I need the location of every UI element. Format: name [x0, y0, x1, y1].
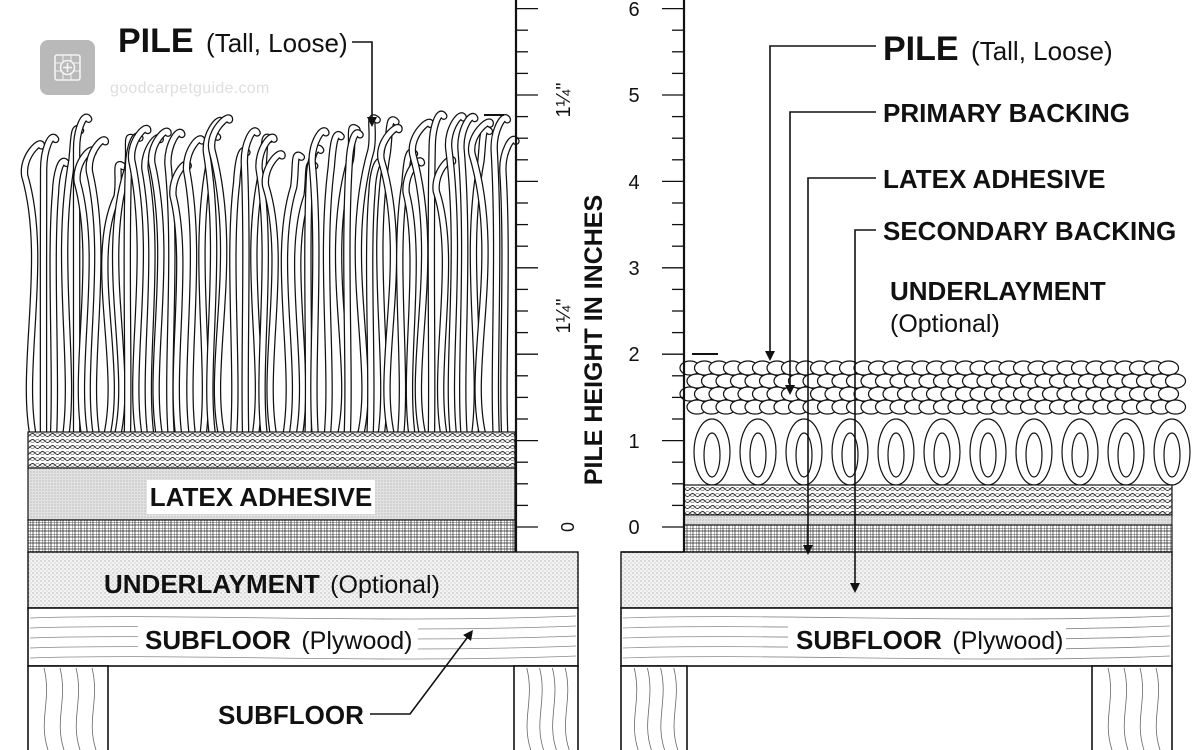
- left-ruler: 0 1¼" 1¼": [484, 0, 578, 552]
- right-primary-backing: [683, 484, 1173, 516]
- ruler-tick-1: 1: [628, 431, 639, 453]
- ruler-axis-label: PILE HEIGHT IN INCHES: [580, 195, 608, 485]
- svg-text:PILE (Tall, Loose): PILE (Tall, Loose): [883, 30, 1113, 68]
- right-secondary-label: SECONDARY BACKING: [883, 216, 1176, 246]
- right-primary-label: PRIMARY BACKING: [883, 98, 1130, 128]
- svg-text:SUBFLOOR (Plywood): SUBFLOOR (Plywood): [145, 625, 413, 655]
- left-primary-backing: [27, 431, 516, 469]
- ruler-tick-5: 5: [628, 85, 639, 107]
- left-pile-note: (Tall, Loose): [206, 28, 348, 58]
- ruler-tick-0: 0: [628, 517, 639, 539]
- right-pile-label: PILE: [883, 30, 959, 68]
- svg-text:PILE (Tall, Loose): PILE (Tall, Loose): [118, 22, 348, 60]
- left-underlayment-note: (Optional): [330, 571, 440, 599]
- right-latex-layer: [683, 514, 1173, 526]
- left-latex-label: LATEX ADHESIVE: [150, 482, 372, 512]
- ruler-fraction-top: 1¼": [553, 83, 575, 118]
- left-pile-label: PILE: [118, 22, 194, 60]
- grid-plus-icon: [54, 54, 81, 81]
- right-joists: [620, 665, 1173, 750]
- right-underlayment-label: UNDERLAYMENT: [890, 276, 1106, 306]
- right-underlayment-layer: [620, 551, 1173, 609]
- right-secondary-backing: [683, 524, 1173, 553]
- right-subfloor-label-bg: [788, 622, 1066, 656]
- brand-logo: [40, 40, 95, 95]
- ruler-left-tick-0: 0: [558, 522, 578, 532]
- right-pile-note: (Tall, Loose): [971, 36, 1113, 66]
- right-callout-arrows: [765, 45, 876, 593]
- left-underlayment-layer: [27, 551, 579, 609]
- left-subfloor-label: SUBFLOOR: [145, 625, 291, 655]
- left-joist-callout: SUBFLOOR: [218, 630, 473, 730]
- right-latex-label: LATEX ADHESIVE: [883, 164, 1105, 194]
- ruler-fraction-bottom: 1¼": [553, 299, 575, 334]
- right-pile-loops: [679, 360, 1191, 486]
- left-subfloor-note: (Plywood): [301, 627, 412, 655]
- right-subfloor-label: SUBFLOOR: [796, 625, 942, 655]
- left-joist-label: SUBFLOOR: [218, 700, 364, 730]
- ruler-tick-2: 2: [628, 344, 639, 366]
- left-joists: [27, 665, 579, 750]
- left-latex-label-bg: [147, 480, 375, 514]
- brand-watermark: goodcarpetguide.com: [110, 80, 270, 97]
- right-underlayment-note: (Optional): [890, 310, 1000, 338]
- left-secondary-backing: [27, 519, 516, 553]
- ruler-tick-3: 3: [628, 258, 639, 280]
- svg-text:SUBFLOOR (Plywood): SUBFLOOR (Plywood): [796, 625, 1064, 655]
- left-underlayment-label: UNDERLAYMENT: [104, 569, 320, 599]
- left-pile-fibers: [20, 110, 520, 444]
- left-subfloor-label-bg: [138, 622, 418, 656]
- right-ruler: 0 1 2 3 4 5 6: [621, 0, 718, 553]
- ruler-tick-6: 6: [628, 0, 639, 21]
- ruler-tick-4: 4: [628, 172, 639, 194]
- right-subfloor-note: (Plywood): [952, 627, 1063, 655]
- left-pile-callout: PILE (Tall, Loose): [118, 22, 377, 127]
- svg-text:UNDERLAYMENT (Optional): UNDERLAYMENT (Optional): [104, 569, 440, 599]
